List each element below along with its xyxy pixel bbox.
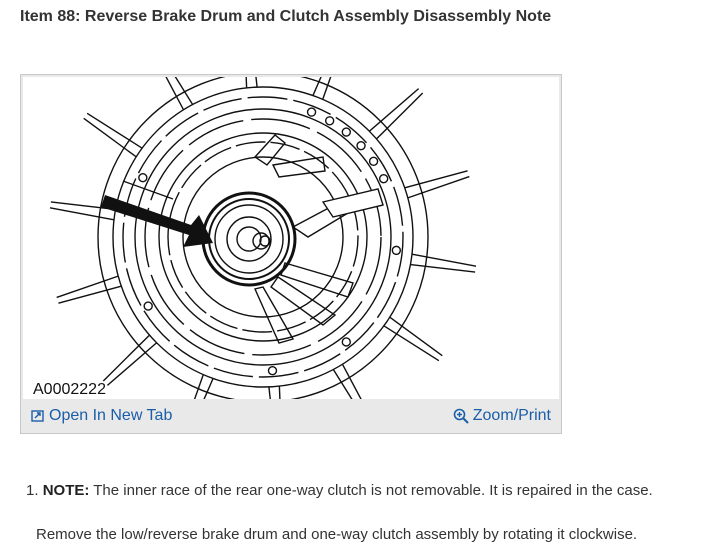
- open-in-new-tab-label: Open In New Tab: [49, 407, 173, 424]
- figure-toolbar: Open In New Tab Zoom/Print: [23, 401, 559, 431]
- zoom-print-label: Zoom/Print: [472, 407, 551, 424]
- zoom-print-link[interactable]: Zoom/Print: [445, 407, 559, 425]
- step-1-instruction: Remove the low/reverse brake drum and on…: [36, 526, 638, 543]
- open-in-new-tab-link[interactable]: Open In New Tab: [23, 407, 180, 425]
- page-title: Item 88: Reverse Brake Drum and Clutch A…: [20, 8, 552, 25]
- step-1: 1. NOTE: The inner race of the rear one-…: [26, 482, 696, 499]
- open-new-tab-icon: [31, 409, 45, 423]
- clutch-assembly-illustration[interactable]: A0002222: [23, 77, 559, 399]
- step-number: 1.: [26, 482, 39, 499]
- clutch-drawing: [49, 77, 477, 399]
- note-label: NOTE:: [42, 482, 90, 499]
- note-text: The inner race of the rear one-way clutc…: [89, 482, 653, 499]
- zoom-icon: [453, 408, 469, 424]
- figure-panel: A0002222 Open In New Tab Zoom/Print: [20, 74, 562, 434]
- figure-id-label: A0002222: [33, 381, 106, 398]
